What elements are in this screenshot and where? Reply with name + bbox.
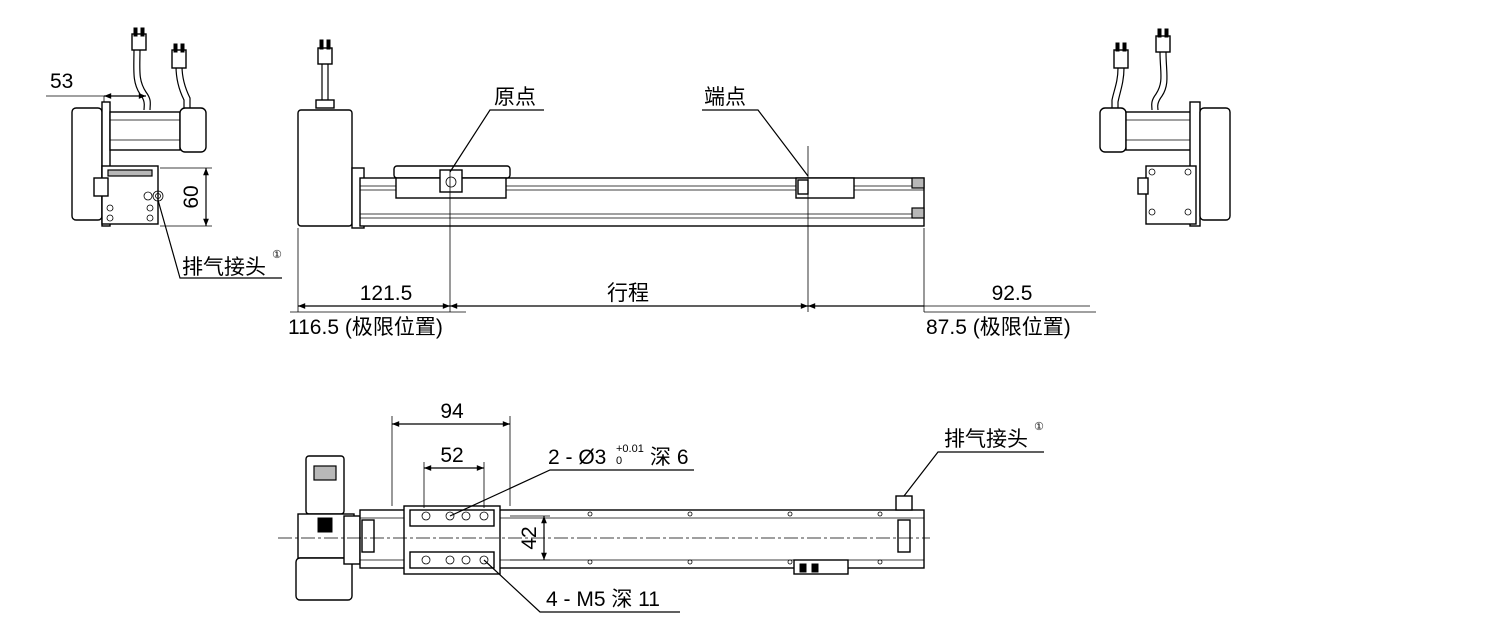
dim-94-label: 94 [440, 400, 464, 423]
exhaust-footnote-bottom: ① [1034, 421, 1044, 433]
front-view [297, 39, 925, 229]
origin-callout: 原点 [449, 86, 544, 173]
hole-tolerance-lower: 0 [616, 455, 622, 467]
dim-53-label: 53 [50, 70, 73, 93]
exhaust-label-bottom: 排气接头 [944, 428, 1028, 451]
dim-116-5: 116.5 (极限位置) [288, 311, 466, 339]
end-label: 端点 [704, 86, 746, 109]
hole-spec-label: 2 - Ø3 [548, 446, 606, 469]
dim-87-5: 87.5 (极限位置) [924, 311, 1096, 339]
dim-87-5-label: 87.5 (极限位置) [926, 316, 1071, 339]
left-side-view [71, 27, 207, 227]
stroke-label: 行程 [607, 282, 649, 305]
end-callout: 端点 [702, 86, 809, 177]
exhaust-callout-left: 排气接头 ① [157, 199, 282, 279]
right-side-view [1099, 28, 1231, 227]
origin-label: 原点 [494, 86, 536, 109]
dim-52: 52 [423, 444, 485, 508]
thread-spec-label: 4 - M5 深 11 [546, 588, 660, 611]
hole-callout: 2 - Ø3 +0.01 0 深 6 [449, 443, 694, 517]
dim-52-label: 52 [440, 444, 463, 467]
dim-92-5: 92.5 [808, 282, 1090, 309]
thread-callout: 4 - M5 深 11 [483, 559, 680, 613]
dim-60-label: 60 [180, 185, 203, 208]
dim-121-5-label: 121.5 [360, 282, 413, 305]
exhaust-footnote-left: ① [272, 249, 282, 261]
dim-94: 94 [391, 400, 511, 506]
hole-tolerance-upper: +0.01 [616, 443, 644, 455]
dim-42: 42 [510, 515, 550, 561]
dim-42-label: 42 [518, 526, 541, 549]
hole-depth-label: 深 6 [650, 446, 689, 469]
dim-60: 60 [160, 167, 212, 227]
dim-121-5: 121.5 [298, 282, 450, 309]
exhaust-label-left: 排气接头 [182, 256, 266, 279]
dim-92-5-label: 92.5 [992, 282, 1033, 305]
dim-53: 53 [46, 70, 146, 102]
dim-stroke: 行程 [450, 282, 808, 309]
dim-116-5-label: 116.5 (极限位置) [288, 316, 443, 339]
top-view [278, 455, 930, 601]
exhaust-callout-bottom: 排气接头 ① [903, 421, 1044, 497]
